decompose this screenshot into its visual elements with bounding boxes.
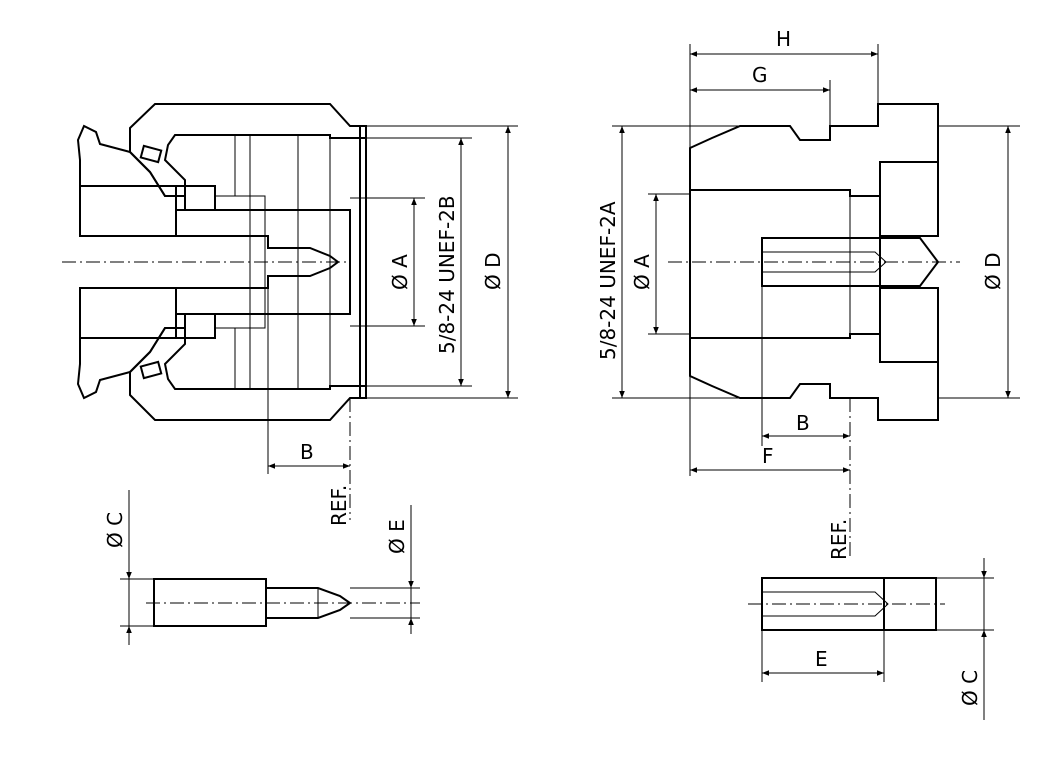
male-dimensions: H G 5/8-24 UNEF-2A Ø A Ø D B F REF. xyxy=(596,27,1020,560)
male-dia-a-label: Ø A xyxy=(630,254,654,290)
male-dielectric-lower xyxy=(879,287,939,363)
male-ref-label: REF. xyxy=(827,519,851,560)
female-cable-lower xyxy=(76,313,216,400)
female-nut-upper xyxy=(129,103,367,197)
male-thread-label: 5/8-24 UNEF-2A xyxy=(596,201,620,360)
pin-detail: Ø C Ø E xyxy=(103,490,420,645)
female-dimensions: Ø A 5/8-24 UNEF-2B Ø D B REF. xyxy=(267,125,518,526)
male-body-upper xyxy=(689,103,939,197)
socket-e-label: E xyxy=(815,647,828,671)
male-h-label: H xyxy=(776,27,791,51)
female-dia-d-label: Ø D xyxy=(481,253,505,291)
male-body-lower xyxy=(689,333,939,421)
male-b-label: B xyxy=(796,411,810,435)
male-dia-d-label: Ø D xyxy=(981,253,1005,291)
female-cable-upper xyxy=(76,124,216,211)
socket-dia-c-label: Ø C xyxy=(958,670,982,706)
socket-detail: E Ø C xyxy=(748,558,994,720)
female-connector-section xyxy=(62,103,367,421)
male-connector-section xyxy=(668,103,960,421)
pin-dia-e-label: Ø E xyxy=(385,519,409,554)
female-ref-label: REF. xyxy=(327,485,351,526)
female-dielectric-upper xyxy=(79,185,177,237)
female-b-label: B xyxy=(300,440,314,464)
male-dielectric-upper xyxy=(879,161,939,237)
female-dielectric-lower xyxy=(79,287,177,339)
female-nut-lower xyxy=(129,327,367,421)
male-g-label: G xyxy=(752,63,768,87)
pin-dia-c-label: Ø C xyxy=(103,512,127,548)
male-f-label: F xyxy=(762,444,774,468)
female-thread-label: 5/8-24 UNEF-2B xyxy=(435,195,459,354)
female-dia-a-label: Ø A xyxy=(388,254,412,290)
